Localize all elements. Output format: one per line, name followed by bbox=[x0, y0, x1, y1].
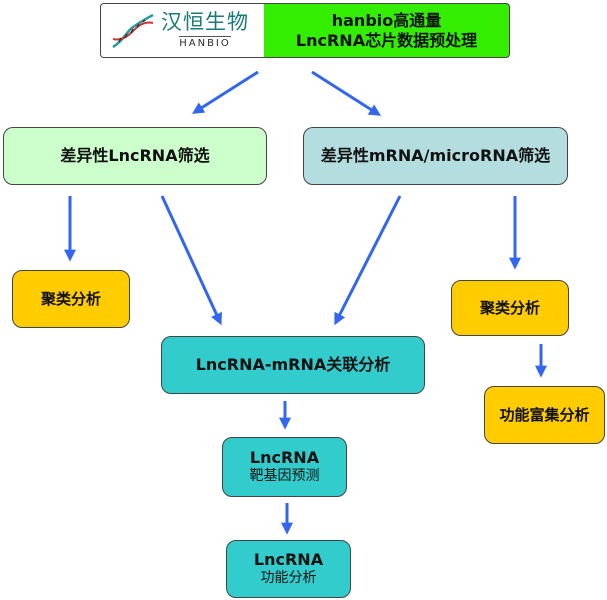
cluster-left-node: 聚类分析 bbox=[12, 270, 130, 328]
association-label: LncRNA-mRNA关联分析 bbox=[195, 355, 391, 374]
association-node: LncRNA-mRNA关联分析 bbox=[161, 336, 425, 394]
arrow-header-to-mrna-filter bbox=[311, 70, 382, 116]
header-title-line2: LncRNA芯片数据预处理 bbox=[295, 30, 478, 50]
function-label-line1: LncRNA bbox=[253, 550, 324, 570]
lncrna-filter-node: 差异性LncRNA筛选 bbox=[3, 127, 267, 185]
function-analysis-node: LncRNA 功能分析 bbox=[226, 540, 351, 598]
enrichment-node: 功能富集分析 bbox=[484, 386, 605, 444]
target-prediction-node: LncRNA 靶基因预测 bbox=[222, 437, 347, 497]
hanbio-logo: 汉恒生物 HANBIO bbox=[101, 4, 264, 57]
dna-helix-icon bbox=[112, 13, 154, 48]
enrichment-label: 功能富集分析 bbox=[499, 405, 590, 424]
mrna-filter-label: 差异性mRNA/microRNA筛选 bbox=[320, 146, 551, 165]
function-label-line2: 功能分析 bbox=[260, 570, 317, 587]
header-title: hanbio高通量 LncRNA芯片数据预处理 bbox=[264, 11, 509, 51]
arrow-mrna-to-association bbox=[334, 195, 402, 326]
cluster-right-node: 聚类分析 bbox=[451, 280, 569, 336]
mrna-filter-node: 差异性mRNA/microRNA筛选 bbox=[303, 127, 568, 185]
logo-english-name: HANBIO bbox=[179, 35, 231, 49]
header-title-line1: hanbio高通量 bbox=[331, 10, 442, 30]
cluster-left-label: 聚类分析 bbox=[40, 289, 101, 308]
target-label-line2: 靶基因预测 bbox=[249, 468, 320, 485]
logo-chinese-name: 汉恒生物 bbox=[161, 9, 249, 34]
arrow-lncrna-to-association bbox=[160, 195, 222, 326]
lncrna-filter-label: 差异性LncRNA筛选 bbox=[60, 146, 210, 165]
target-label-line1: LncRNA bbox=[249, 448, 320, 468]
header-box: 汉恒生物 HANBIO hanbio高通量 LncRNA芯片数据预处理 bbox=[100, 3, 510, 58]
arrow-header-to-lncrna-filter bbox=[191, 70, 259, 114]
cluster-right-label: 聚类分析 bbox=[479, 298, 540, 317]
